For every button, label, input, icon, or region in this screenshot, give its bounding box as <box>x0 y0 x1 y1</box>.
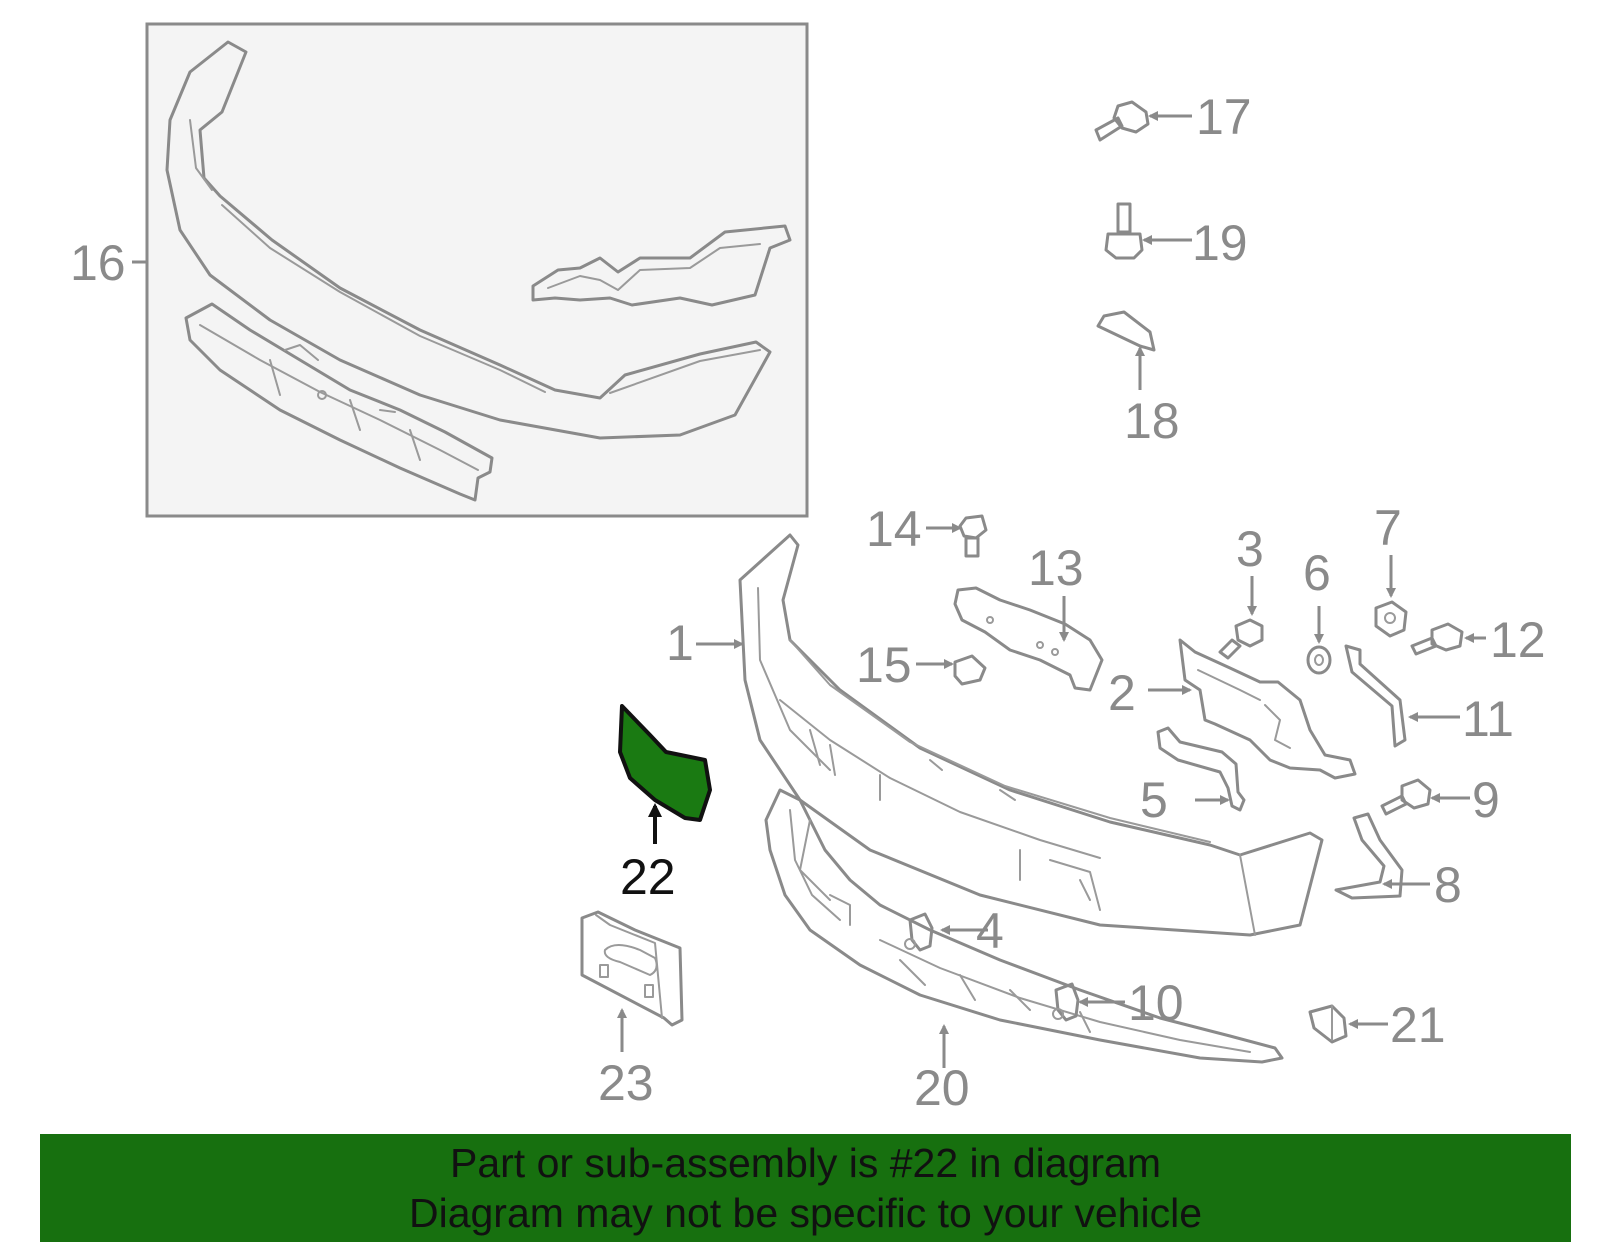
inset-box-16 <box>145 22 809 518</box>
bolt-part-19 <box>1104 202 1144 260</box>
bracket-part-13 <box>953 586 1104 692</box>
callout-labels: 1 2 3 4 5 6 7 8 9 10 11 12 13 14 15 16 1… <box>70 89 1546 1116</box>
bumper-part-1 <box>738 533 1324 937</box>
clip-part-21 <box>1308 1004 1348 1044</box>
callout-12: 12 <box>1490 612 1546 668</box>
plate-bracket-part-23 <box>580 910 684 1027</box>
bolt-part-17 <box>1094 100 1150 142</box>
callout-10: 10 <box>1128 975 1184 1031</box>
leader-arrows <box>132 111 1486 1068</box>
banner-line-1: Part or sub-assembly is #22 in diagram <box>450 1140 1161 1186</box>
callout-3: 3 <box>1236 521 1264 577</box>
callout-17: 17 <box>1196 89 1252 145</box>
callout-1: 1 <box>666 615 694 671</box>
clip-part-18 <box>1096 310 1156 352</box>
clip-part-15 <box>953 654 987 686</box>
callout-4: 4 <box>976 903 1004 959</box>
bolt-part-9 <box>1380 778 1432 816</box>
callout-13: 13 <box>1028 540 1084 596</box>
clip-part-4 <box>904 912 934 952</box>
bolt-part-12 <box>1410 622 1464 656</box>
callout-16: 16 <box>70 235 126 291</box>
brace-part-11 <box>1344 644 1407 748</box>
info-banner: Part or sub-assembly is #22 in diagram D… <box>40 1134 1571 1242</box>
callout-15: 15 <box>856 637 912 693</box>
callout-2: 2 <box>1108 665 1136 721</box>
nut-part-7 <box>1374 600 1408 638</box>
callout-21: 21 <box>1390 997 1446 1053</box>
bolt-part-3 <box>1218 618 1264 660</box>
callout-11: 11 <box>1462 691 1514 747</box>
callout-20: 20 <box>914 1060 970 1116</box>
callout-22: 22 <box>620 849 676 905</box>
callout-7: 7 <box>1374 500 1402 556</box>
callout-23: 23 <box>598 1055 654 1111</box>
clip-part-10 <box>1052 982 1080 1022</box>
callout-18: 18 <box>1124 393 1180 449</box>
callout-8: 8 <box>1434 857 1462 913</box>
bolt-part-14 <box>958 514 988 558</box>
highlighted-part-22 <box>618 704 712 822</box>
washer-part-6 <box>1306 645 1332 675</box>
banner-line-2: Diagram may not be specific to your vehi… <box>408 1190 1202 1236</box>
callout-9: 9 <box>1472 772 1500 828</box>
bracket-part-2 <box>1178 638 1357 780</box>
callout-6: 6 <box>1303 545 1331 601</box>
bracket-part-5 <box>1156 726 1246 812</box>
callout-14: 14 <box>866 501 922 557</box>
callout-19: 19 <box>1192 215 1248 271</box>
brace-part-8 <box>1334 812 1404 900</box>
callout-5: 5 <box>1140 772 1168 828</box>
